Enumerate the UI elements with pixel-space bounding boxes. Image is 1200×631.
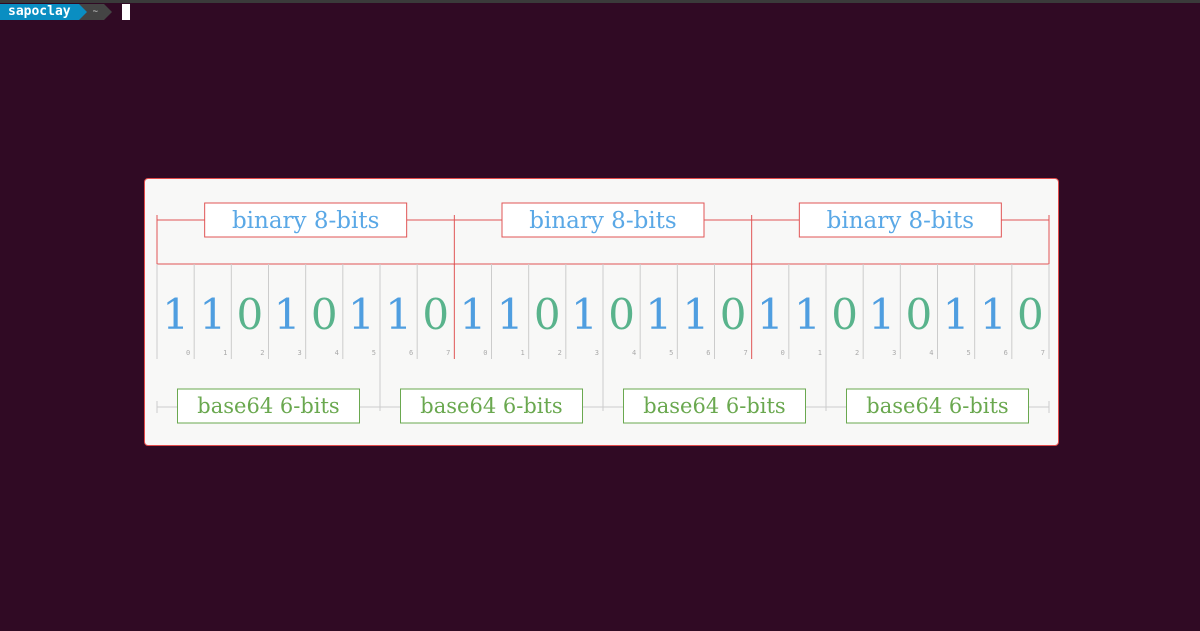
bit-index: 2: [855, 349, 859, 357]
bit-digit: 1: [460, 290, 487, 339]
bit-index: 4: [632, 349, 636, 357]
bit-index: 6: [1004, 349, 1008, 357]
bit-index: 0: [483, 349, 487, 357]
bit-digit: 0: [831, 290, 858, 339]
bit-digit: 0: [534, 290, 561, 339]
bit-digit: 0: [720, 290, 747, 339]
bit-digit: 1: [980, 290, 1007, 339]
bit-digit: 0: [237, 290, 264, 339]
bit-digit: 1: [199, 290, 226, 339]
bit-index: 3: [892, 349, 896, 357]
bit-digit: 0: [422, 290, 449, 339]
prompt-directory-segment: ~: [86, 4, 105, 20]
window-top-border: [0, 0, 1200, 3]
bit-index: 1: [223, 349, 227, 357]
bit-digit: 1: [571, 290, 598, 339]
bit-index: 7: [743, 349, 747, 357]
bit-digit: 1: [497, 290, 524, 339]
byte-label-box: [798, 202, 1002, 238]
shell-prompt: sapoclay ~: [0, 4, 131, 20]
sextet-label-box: [400, 388, 583, 424]
bit-index: 4: [335, 349, 339, 357]
bit-digit: 1: [162, 290, 189, 339]
bit-digit: 1: [385, 290, 412, 339]
bit-index: 3: [297, 349, 301, 357]
byte-label-box: [204, 202, 408, 238]
bit-index: 1: [520, 349, 524, 357]
bit-index: 4: [929, 349, 933, 357]
bit-index: 2: [260, 349, 264, 357]
bit-index: 7: [1041, 349, 1045, 357]
bit-index: 2: [558, 349, 562, 357]
base64-diagram: binary 8-bits binary 8-bits binary 8-bits 1…: [156, 202, 1050, 424]
sextet-label: base64 6-bits: [197, 394, 339, 418]
bit-index: 0: [781, 349, 785, 357]
bit-digit: 1: [274, 290, 301, 339]
byte-label-box: [501, 202, 705, 238]
bit-index: 6: [409, 349, 413, 357]
prompt-separator-arrow: [78, 4, 87, 20]
sextet-label-box: [177, 388, 360, 424]
bit-index: 5: [372, 349, 376, 357]
sextet-label: base64 6-bits: [866, 394, 1008, 418]
prompt-end-arrow: [104, 4, 113, 20]
bit-index: 3: [595, 349, 599, 357]
bit-digit: 1: [943, 290, 970, 339]
bit-digit: 1: [794, 290, 821, 339]
bit-index: 5: [966, 349, 970, 357]
sextet-label-box: [846, 388, 1029, 424]
bit-digit: 1: [868, 290, 895, 339]
bit-digit: 0: [608, 290, 635, 339]
bit-digit: 1: [683, 290, 710, 339]
prompt-user-segment: sapoclay: [0, 4, 79, 20]
bit-digit: 0: [311, 290, 338, 339]
bit-index: 1: [818, 349, 822, 357]
bit-digit: 0: [1017, 290, 1044, 339]
text-cursor[interactable]: [122, 4, 131, 20]
base64-diagram-card: binary 8-bits binary 8-bits binary 8-bits 1…: [144, 178, 1059, 446]
sextet-label: base64 6-bits: [420, 394, 562, 418]
bit-index: 7: [446, 349, 450, 357]
bit-digit: 0: [906, 290, 933, 339]
sextet-label: base64 6-bits: [643, 394, 785, 418]
byte-label: binary 8-bits: [232, 208, 379, 234]
byte-label: binary 8-bits: [827, 208, 974, 234]
bit-digit: 1: [645, 290, 672, 339]
byte-label: binary 8-bits: [529, 208, 676, 234]
bit-digit: 1: [757, 290, 784, 339]
bit-digit: 1: [348, 290, 375, 339]
bit-index: 5: [669, 349, 673, 357]
bit-index: 0: [186, 349, 190, 357]
sextet-label-box: [623, 388, 806, 424]
bit-index: 6: [706, 349, 710, 357]
